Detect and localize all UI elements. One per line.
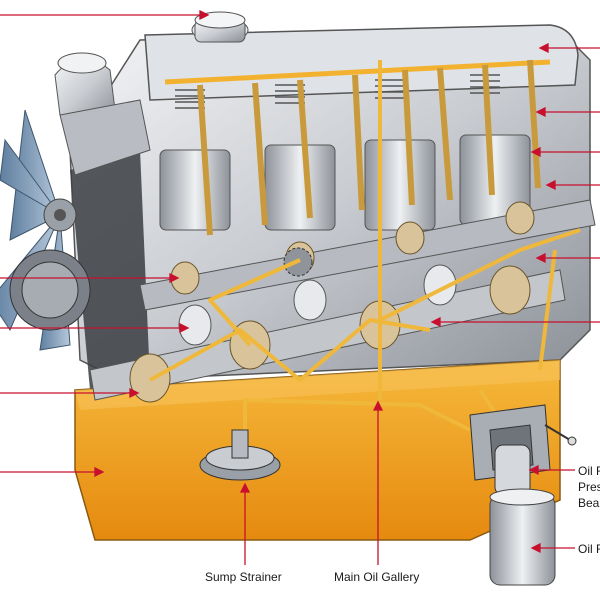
oil-sump	[74, 359, 561, 541]
oil-pump	[469, 404, 577, 496]
front-pulley	[9, 249, 91, 331]
label-sump-strainer: Sump Strainer	[205, 570, 282, 584]
label-pressure-cut: Pres	[578, 480, 600, 494]
valve-cover	[144, 24, 579, 101]
label-main-oil-gallery: Main Oil Gallery	[334, 570, 420, 584]
cylinder-3	[364, 139, 436, 231]
cylinders	[159, 134, 531, 231]
label-oil-filter-bottom-cut: Oil F	[578, 542, 600, 556]
oil-filter	[489, 488, 556, 586]
oil-flow-lines	[149, 60, 581, 440]
oil-filler-cap	[191, 11, 249, 43]
intake-manifold	[54, 52, 151, 176]
cylinder-2	[264, 144, 336, 231]
sump-strainer	[199, 429, 281, 481]
pushrods	[197, 59, 541, 236]
label-oil-filter-cut: Oil F	[578, 464, 600, 478]
callout-leaders	[0, 9, 600, 565]
label-bearing-cut: Bea	[578, 496, 600, 510]
cylinder-1	[159, 149, 231, 231]
